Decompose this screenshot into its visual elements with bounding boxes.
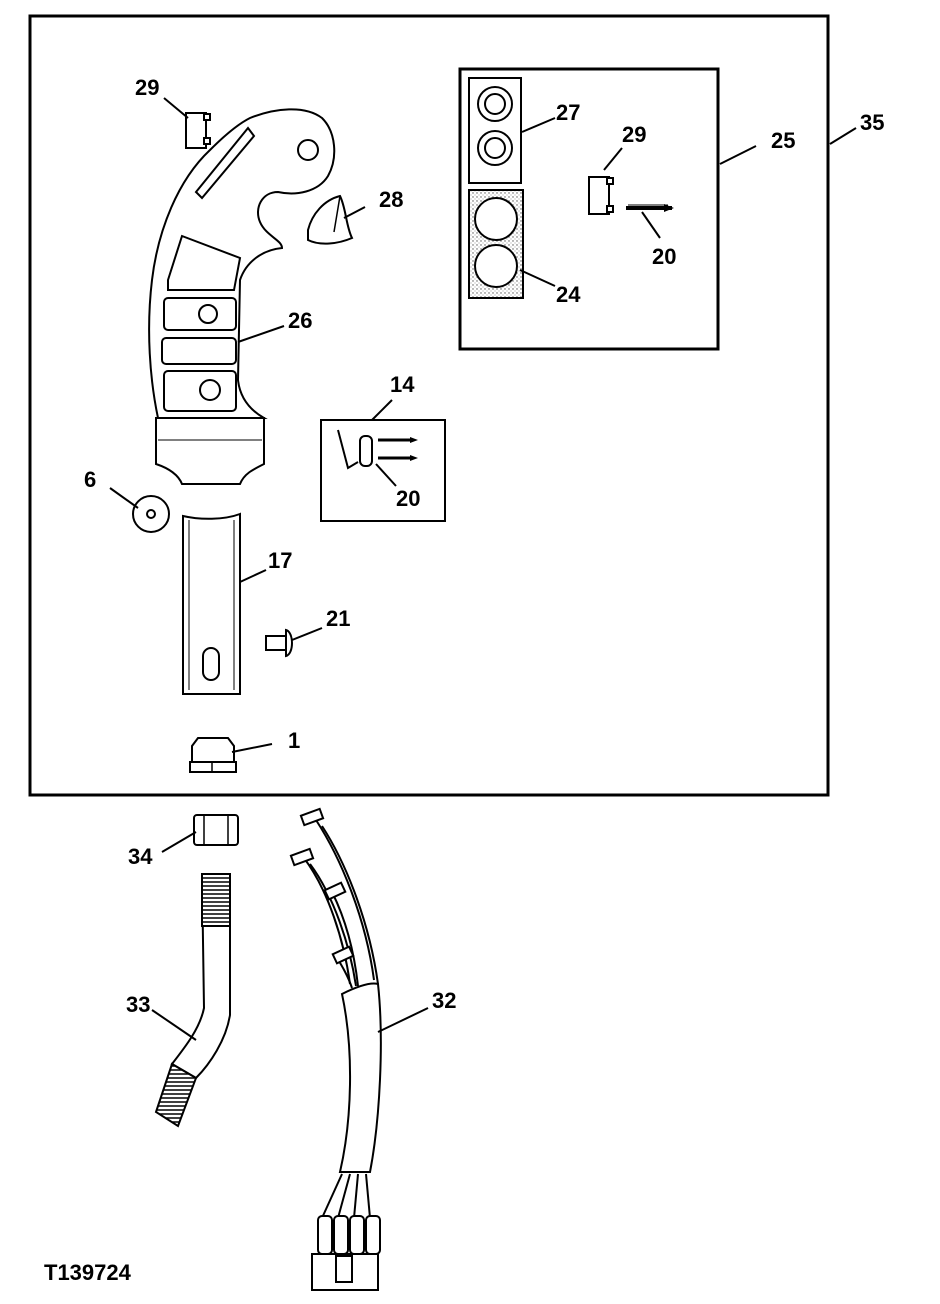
callout-32: 32	[432, 988, 456, 1013]
callout-25: 25	[771, 128, 795, 153]
callout-27: 27	[556, 100, 580, 125]
callout-29: 29	[622, 122, 646, 147]
assembly-frame	[28, 14, 830, 797]
pin-icon	[265, 628, 293, 658]
washer-icon	[132, 495, 170, 533]
cap-icon	[474, 197, 518, 288]
trigger-icon	[307, 194, 354, 245]
callout-35: 35	[860, 110, 884, 135]
callout-33: 33	[126, 992, 150, 1017]
callout-28: 28	[379, 187, 403, 212]
callout-24: 24	[556, 282, 581, 307]
callout-34: 34	[128, 844, 153, 869]
callout-14: 14	[390, 372, 415, 397]
leader-lines	[109, 97, 857, 1041]
callout-21: 21	[326, 606, 350, 631]
callout-20: 20	[652, 244, 676, 269]
callout-6: 6	[84, 467, 96, 492]
handle-grip-icon	[148, 108, 336, 485]
callout-20: 20	[396, 486, 420, 511]
clip-icon	[588, 176, 614, 215]
clip-icon	[185, 112, 211, 149]
switch-kit-box	[320, 419, 446, 522]
nut-icon	[189, 737, 237, 773]
switch-icon	[337, 429, 418, 470]
nut-icon	[477, 86, 513, 166]
screw-icon	[626, 204, 674, 212]
boot-icon	[154, 873, 231, 1128]
nut-panel	[468, 77, 522, 184]
callout-26: 26	[288, 308, 312, 333]
figure-id: T139724	[44, 1260, 132, 1285]
callout-17: 17	[268, 548, 292, 573]
callout-29: 29	[135, 75, 159, 100]
callout-1: 1	[288, 728, 300, 753]
coupling-nut-icon	[193, 814, 239, 846]
wiring-harness-icon	[289, 807, 382, 1291]
kit-box	[458, 67, 720, 351]
tube-icon	[182, 512, 241, 695]
